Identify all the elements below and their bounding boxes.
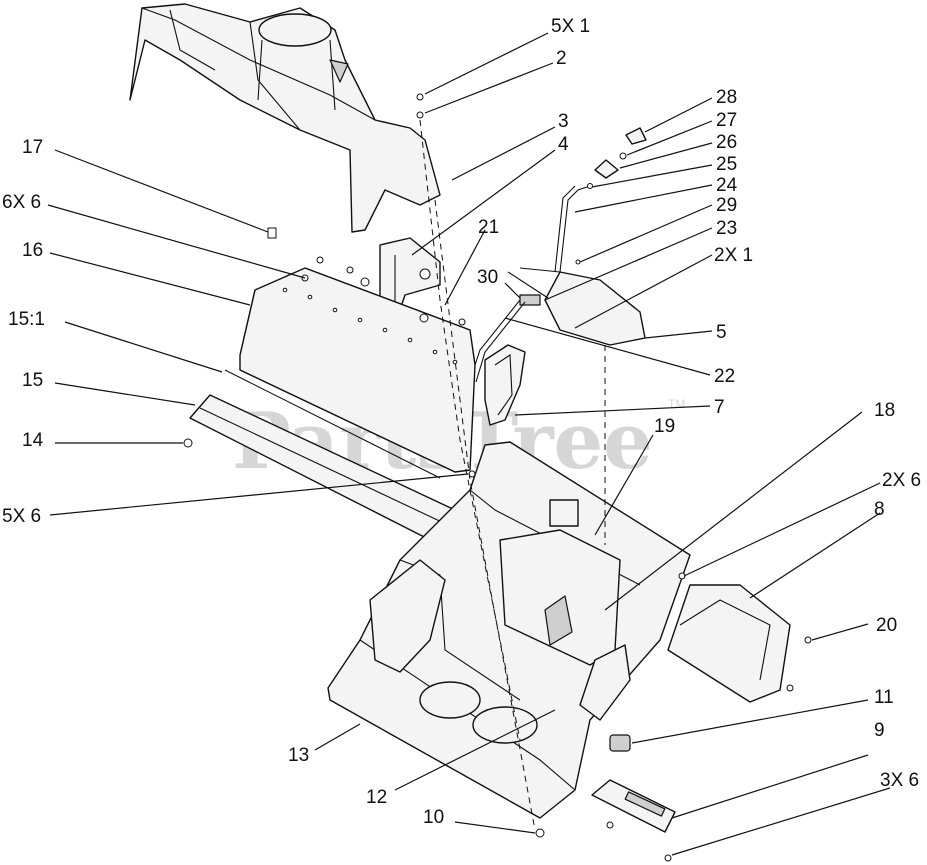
callout-20: 20	[876, 615, 897, 636]
callout-6x6: 6X 6	[2, 192, 41, 213]
knob-11	[609, 734, 631, 752]
callout-5x1-top: 5X 1	[551, 16, 590, 37]
callout-8: 8	[874, 499, 885, 520]
leader-lines	[47, 32, 891, 856]
callout-4: 4	[558, 134, 569, 155]
callout-28: 28	[716, 87, 737, 108]
callout-18: 18	[874, 400, 895, 421]
chute-control-assembly	[469, 127, 647, 383]
callout-7: 7	[714, 397, 725, 418]
callout-17: 17	[22, 137, 43, 158]
hardware-items	[183, 93, 812, 862]
callout-26: 26	[716, 132, 737, 153]
cover-8	[667, 584, 791, 703]
callout-23: 23	[716, 218, 737, 239]
callout-16: 16	[22, 240, 43, 261]
callout-13: 13	[288, 745, 309, 766]
callout-15-1: 15:1	[8, 309, 45, 330]
callout-21: 21	[478, 217, 499, 238]
auger-housing-panel	[239, 267, 476, 473]
callout-3: 3	[558, 111, 569, 132]
callout-10: 10	[423, 807, 444, 828]
callout-27: 27	[716, 110, 737, 131]
callout-14: 14	[22, 430, 44, 451]
callout-30: 30	[477, 267, 498, 288]
callout-25: 25	[716, 154, 737, 175]
callout-12: 12	[366, 787, 387, 808]
callout-3x6: 3X 6	[880, 770, 919, 791]
handle-9	[591, 779, 676, 833]
assembly-lines	[419, 119, 606, 831]
callout-11: 11	[874, 687, 894, 708]
callout-9: 9	[874, 720, 885, 741]
callout-2x1: 2X 1	[714, 245, 753, 266]
discharge-chute-housing	[129, 3, 441, 233]
callout-22: 22	[714, 366, 735, 387]
callout-24: 24	[716, 175, 738, 196]
side-plate-7	[484, 344, 526, 426]
callout-5: 5	[716, 322, 727, 343]
callout-19: 19	[654, 416, 675, 437]
callout-labels: 5X 1 2 3 4 17 6X 6 16 15:1 15 14 5X 6 21…	[2, 16, 921, 828]
watermark-trademark: TM	[668, 397, 685, 411]
callout-5x6: 5X 6	[2, 506, 41, 527]
callout-29: 29	[716, 195, 737, 216]
callout-2: 2	[556, 48, 567, 69]
frame-13	[327, 441, 691, 819]
panel-holes	[282, 287, 458, 365]
callout-15: 15	[22, 370, 43, 391]
callout-2x6: 2X 6	[882, 470, 921, 491]
